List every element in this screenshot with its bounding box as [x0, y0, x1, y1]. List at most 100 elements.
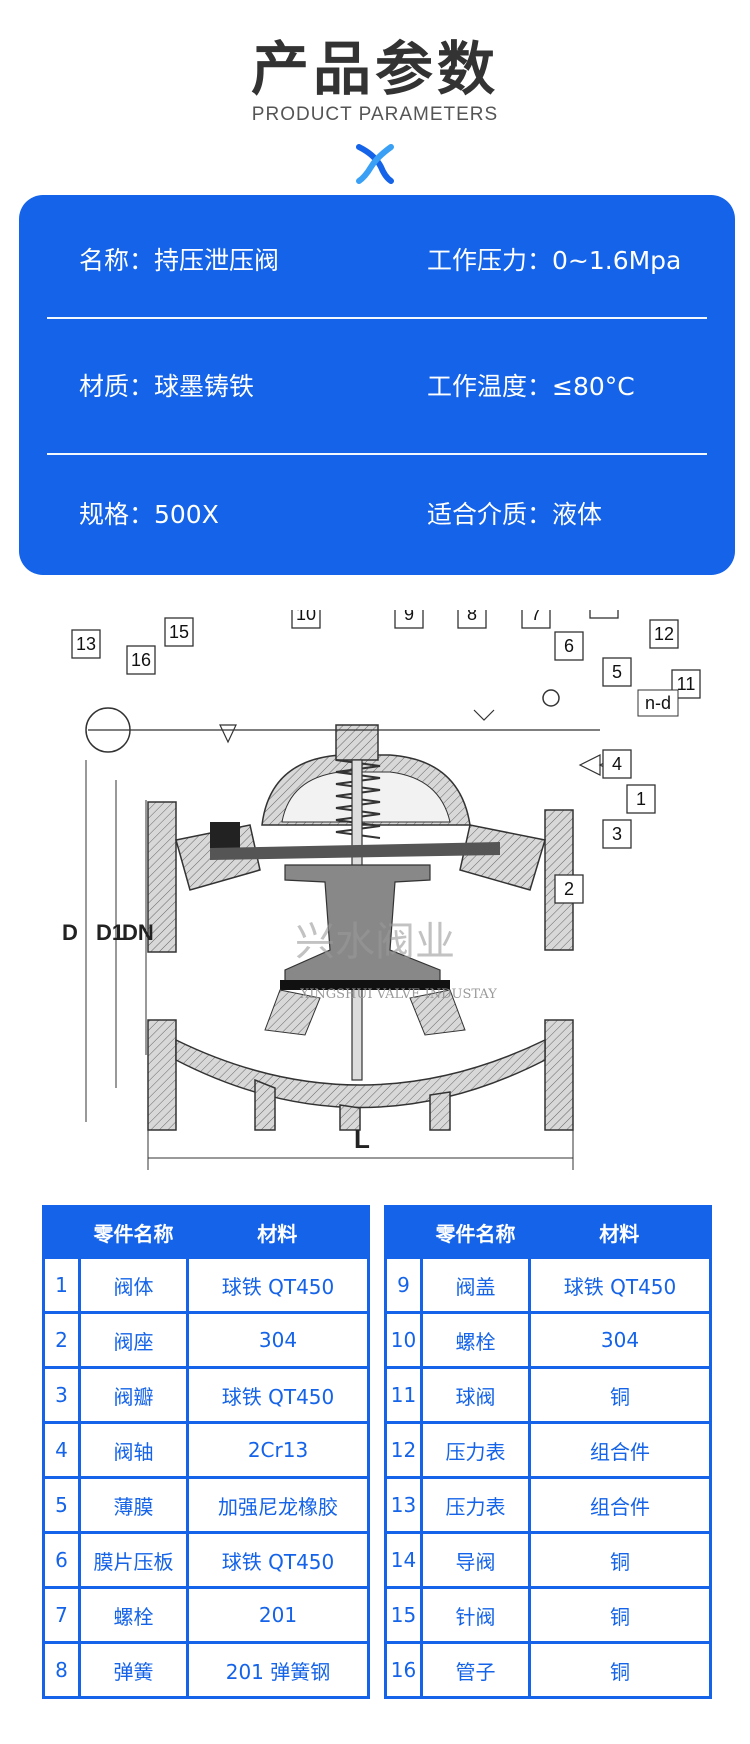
cell-material: 2Cr13	[186, 1421, 370, 1479]
brand-x-icon	[356, 144, 394, 184]
watermark-en: XINGSHUI VALVE INDUSTAY	[300, 987, 497, 1002]
cell-material: 201	[186, 1586, 370, 1644]
cell-name: 薄膜	[78, 1476, 189, 1534]
header-name: 零件名称	[79, 1206, 188, 1258]
param-medium: 适合介质：液体	[427, 500, 603, 529]
param-material: 材质：球墨铸铁	[79, 372, 255, 401]
svg-text:6: 6	[564, 636, 574, 656]
svg-text:10: 10	[296, 610, 316, 624]
callout-13: 13	[71, 629, 101, 659]
param-row: 名称：持压泄压阀 工作压力：0~1.6Mpa	[19, 201, 735, 321]
dim-D1: D1	[96, 920, 124, 945]
svg-text:3: 3	[612, 824, 622, 844]
cell-no: 7	[42, 1586, 81, 1644]
callout-14: 14	[589, 610, 619, 619]
param-pressure: 工作压力：0~1.6Mpa	[427, 246, 682, 275]
table-header-row: 零件名称 材料	[43, 1206, 369, 1258]
svg-text:2: 2	[564, 879, 574, 899]
cell-no: 5	[42, 1476, 81, 1534]
cell-no: 16	[384, 1641, 423, 1699]
svg-text:7: 7	[531, 610, 541, 624]
callout-10: 10	[291, 610, 321, 629]
param-temperature: 工作温度：≤80°C	[427, 372, 635, 401]
cell-material: 铜	[528, 1366, 712, 1424]
cell-name: 压力表	[420, 1421, 531, 1479]
diaphragm-plate	[210, 842, 500, 860]
watermark-cn: 兴水阀业	[295, 919, 455, 965]
cell-no: 12	[384, 1421, 423, 1479]
cell-no: 6	[42, 1531, 81, 1589]
callout-16: 16	[126, 645, 156, 675]
cell-material: 304	[186, 1311, 370, 1369]
param-spec: 规格：500X	[79, 500, 219, 529]
callout-7: 7	[521, 610, 551, 629]
cell-name: 阀体	[78, 1256, 189, 1314]
svg-text:1: 1	[636, 789, 646, 809]
dim-D: D	[62, 920, 78, 945]
dimension-lines	[85, 760, 574, 1170]
page-subtitle: PRODUCT PARAMETERS	[251, 104, 499, 125]
cell-name: 阀盖	[420, 1256, 531, 1314]
cell-name: 管子	[420, 1641, 531, 1699]
cell-no: 10	[384, 1311, 423, 1369]
cell-no: 8	[42, 1641, 81, 1699]
cell-no: 14	[384, 1531, 423, 1589]
svg-text:15: 15	[169, 622, 189, 642]
cell-no: 15	[384, 1586, 423, 1644]
callout-2: 2	[554, 874, 584, 904]
callout-1: 1	[626, 784, 656, 814]
cell-name: 球阀	[420, 1366, 531, 1424]
valve-cross-section-diagram: D D1 DN L 兴水阀业 XINGSHUI VALVE INDUSTAY 1…	[62, 610, 701, 1170]
callout-6: 6	[554, 631, 584, 661]
cell-material: 组合件	[528, 1421, 712, 1479]
cell-name: 导阀	[420, 1531, 531, 1589]
cell-no: 3	[42, 1366, 81, 1424]
header-no	[385, 1206, 422, 1258]
cell-material: 304	[528, 1311, 712, 1369]
cell-no: 2	[42, 1311, 81, 1369]
callout-9: 9	[394, 610, 424, 629]
cell-material: 球铁 QT450	[186, 1256, 370, 1314]
callout-15: 15	[164, 617, 194, 647]
cell-material: 铜	[528, 1531, 712, 1589]
param-name: 名称：持压泄压阀	[79, 246, 280, 275]
cell-name: 阀座	[78, 1311, 189, 1369]
callout-5: 5	[602, 657, 632, 687]
cell-no: 11	[384, 1366, 423, 1424]
header-name: 零件名称	[421, 1206, 530, 1258]
param-divider	[47, 317, 707, 319]
callout-12: 12	[649, 619, 679, 649]
param-divider	[47, 453, 707, 455]
cell-name: 阀瓣	[78, 1366, 189, 1424]
cell-no: 1	[42, 1256, 81, 1314]
cell-no: 9	[384, 1256, 423, 1314]
cell-material: 球铁 QT450	[186, 1366, 370, 1424]
svg-text:16: 16	[131, 650, 151, 670]
dim-L: L	[354, 1124, 370, 1154]
svg-text:11: 11	[677, 674, 696, 694]
header-material: 材料	[187, 1206, 369, 1258]
cell-material: 球铁 QT450	[186, 1531, 370, 1589]
cell-material: 球铁 QT450	[528, 1256, 712, 1314]
cell-name: 膜片压板	[78, 1531, 189, 1589]
dim-DN: DN	[122, 920, 154, 945]
cell-material: 铜	[528, 1586, 712, 1644]
cell-material: 加强尼龙橡胶	[186, 1476, 370, 1534]
cell-no: 13	[384, 1476, 423, 1534]
parameters-card: 名称：持压泄压阀 工作压力：0~1.6Mpa 材质：球墨铸铁 工作温度：≤80°…	[19, 195, 735, 575]
section-header: 产品参数 PRODUCT PARAMETERS	[0, 0, 750, 190]
